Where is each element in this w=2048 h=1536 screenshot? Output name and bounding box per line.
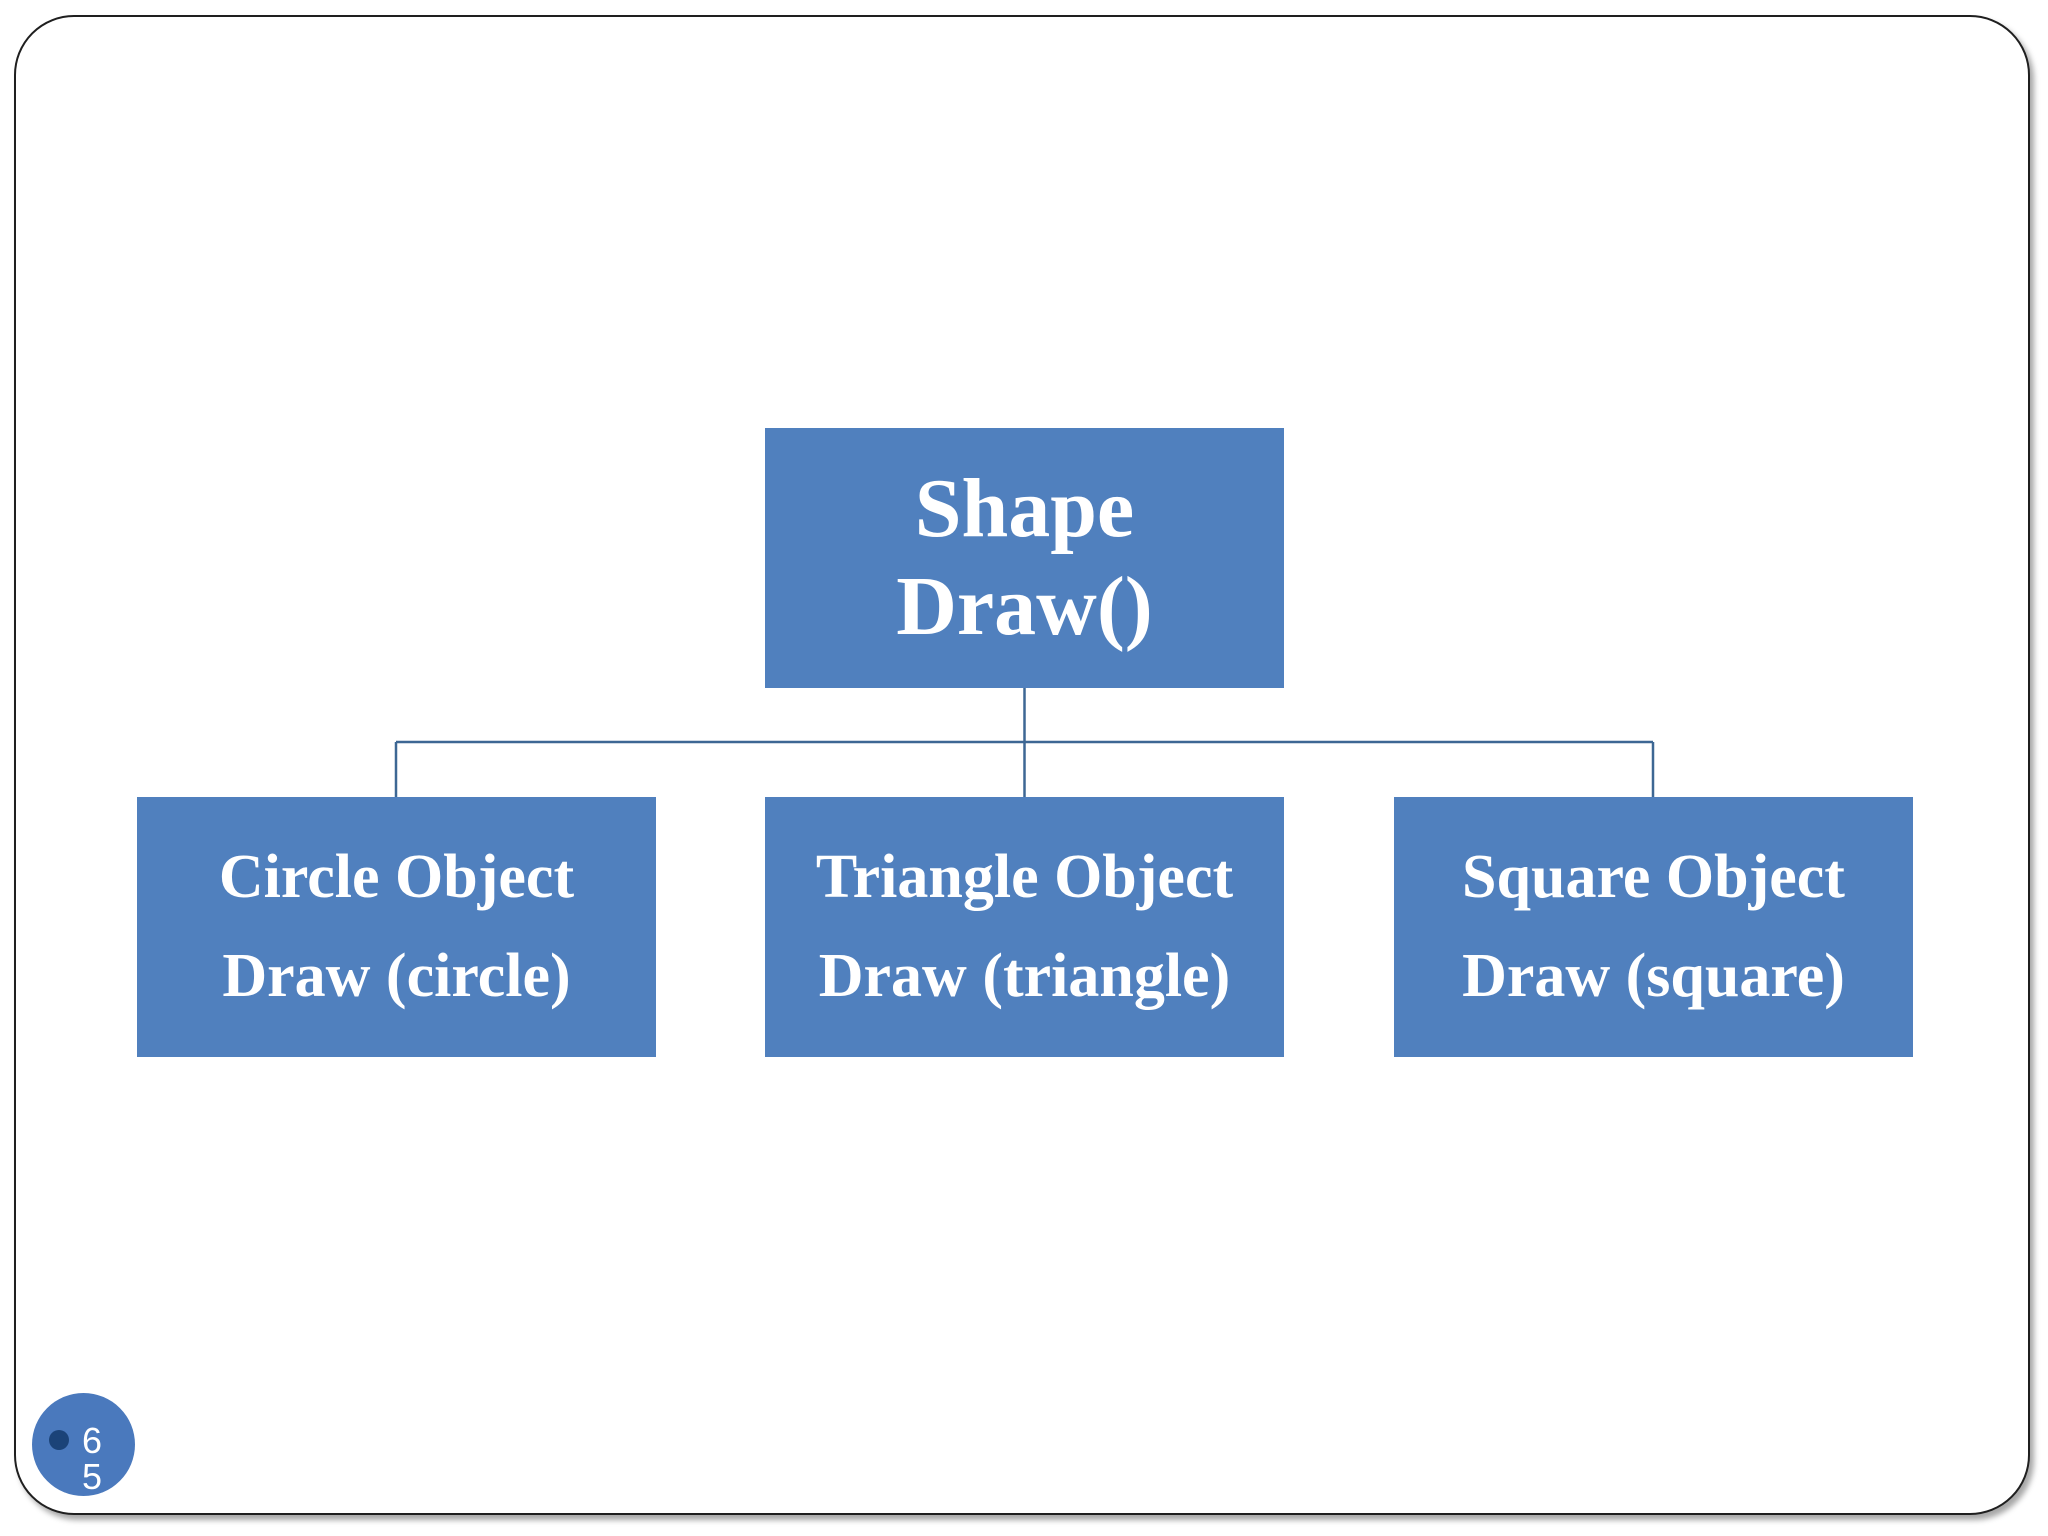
shape-node: Shape Draw() [765, 428, 1284, 688]
triangle-object-method: Draw (triangle) [818, 942, 1231, 1010]
square-object-node: Square Object Draw (square) [1394, 797, 1913, 1057]
slide-frame [14, 15, 2030, 1515]
shape-node-method: Draw() [896, 560, 1153, 653]
triangle-object-title: Triangle Object [815, 843, 1234, 911]
page-number-badge: 65 [32, 1393, 135, 1496]
page-number-text: 65 [82, 1420, 103, 1496]
triangle-object-node: Triangle Object Draw (triangle) [765, 797, 1284, 1057]
circle-object-method: Draw (circle) [222, 942, 571, 1010]
circle-object-node: Circle Object Draw (circle) [137, 797, 656, 1057]
square-object-method: Draw (square) [1462, 942, 1845, 1010]
shape-node-title: Shape [914, 462, 1135, 555]
bullet-dot-icon [49, 1430, 69, 1450]
square-object-title: Square Object [1462, 843, 1845, 911]
circle-object-title: Circle Object [218, 843, 575, 911]
